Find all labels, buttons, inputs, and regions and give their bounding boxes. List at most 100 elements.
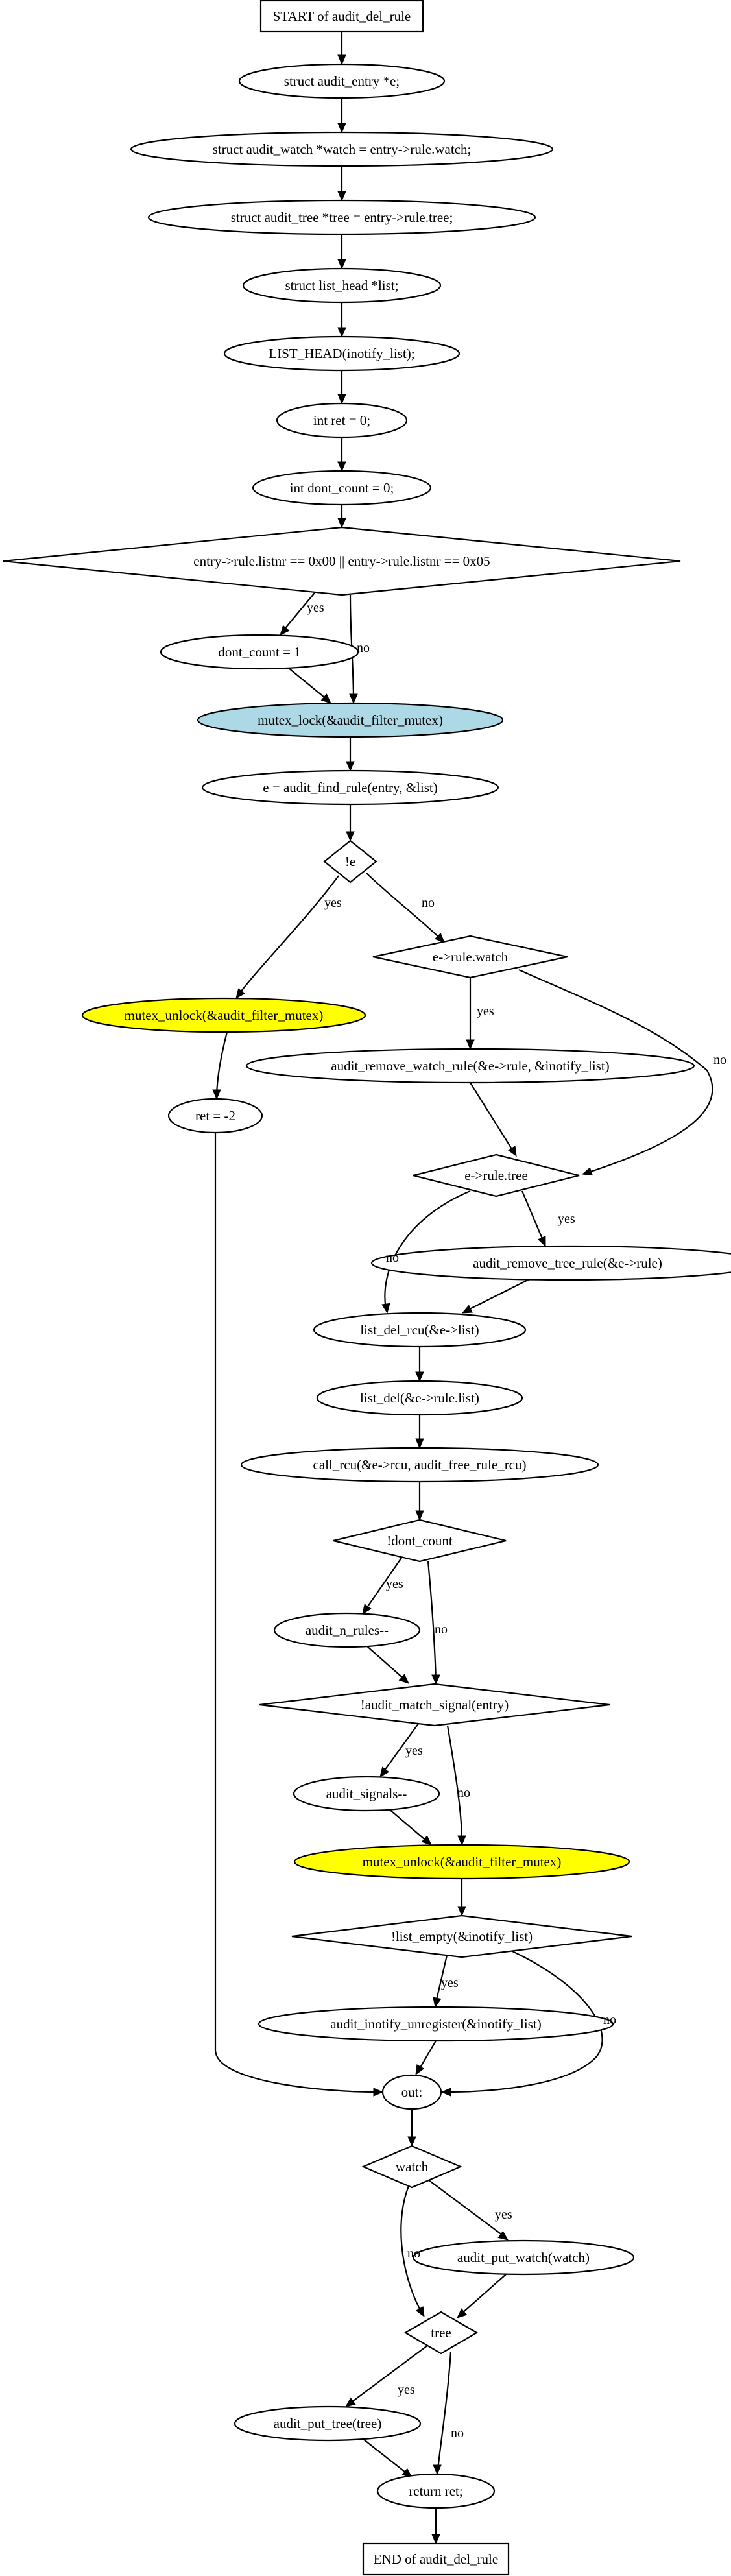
arrowhead [440,2088,451,2097]
node-label: struct audit_tree *tree = entry->rule.tr… [231,210,453,225]
flow-edge [366,873,442,940]
node-label: watch [396,2159,429,2174]
flow-edge [518,969,713,1174]
node-int-ret: int ret = 0; [276,402,408,439]
flow-edge [214,1133,378,2093]
statement-ellipse [223,335,461,372]
flow-edge [400,2185,422,2313]
node-label: LIST_HEAD(inotify_list); [269,346,414,361]
arrowhead [349,693,358,704]
node-cond-watch2: watch [361,2145,462,2189]
arrowhead [337,518,346,529]
decision-diamond [361,2145,462,2189]
statement-ellipse [258,2006,614,2042]
statement-ellipse [167,1098,263,1134]
node-label: return ret; [409,2483,462,2499]
node-label: ret = -2 [195,1108,235,1124]
arrowhead [433,2464,442,2475]
arrowhead [337,259,346,270]
arrowhead [337,54,346,66]
arrowhead [337,394,346,405]
arrowhead [346,761,355,772]
node-label: mutex_lock(&audit_filter_mutex) [258,712,443,728]
arrowhead [337,123,346,134]
node-label: e->rule.tree [464,1168,528,1183]
arrowhead [320,693,331,704]
statement-ellipse [376,2473,496,2509]
decision-diamond [413,1153,580,1198]
arrowhead [581,1167,593,1176]
arrowhead [415,2064,425,2076]
edge-label-yes: yes [558,1212,575,1226]
edge-label-yes: yes [386,1577,403,1591]
arrowhead [457,1835,466,1846]
edge-label-no: no [422,896,435,910]
node-list-del: list_del(&e->rule.list) [316,1380,523,1416]
node-remove-watch: audit_remove_watch_rule(&e->rule, &inoti… [245,1048,695,1084]
node-inotify-unregister: audit_inotify_unregister(&inotify_list) [258,2006,614,2042]
arrowhead [433,1997,442,2008]
node-start: START of audit_del_rule [259,0,424,33]
statement-ellipse [238,63,446,99]
statement-ellipse [370,1245,731,1281]
arrowhead [346,831,355,842]
node-audit-n-rules: audit_n_rules-- [273,1612,421,1648]
arrowhead [457,1906,466,1917]
edge-label-no: no [357,641,370,655]
node-cond-tree: e->rule.tree [413,1153,580,1198]
node-label: mutex_unlock(&audit_filter_mutex) [363,1854,562,1870]
node-mutex-lock: mutex_lock(&audit_filter_mutex) [197,702,504,738]
flow-edge [366,1645,406,1681]
node-call-rcu: call_rcu(&e->rcu, audit_free_rule_rcu) [240,1447,599,1483]
decision-diamond [3,526,681,596]
edge-label-yes: yes [405,1744,423,1758]
statement-ellipse [147,199,536,235]
arrowhead [431,1674,440,1685]
arrowhead [497,2230,509,2241]
flow-edge [446,1725,463,1841]
flow-edge [215,1031,228,1095]
statement-ellipse [381,2074,442,2110]
statement-ellipse [293,1844,630,1880]
flow-edge [446,1951,603,2093]
node-label: call_rcu(&e->rcu, audit_free_rule_rcu) [313,1457,527,1473]
arrowhead [421,1835,432,1846]
flow-edge [384,1190,471,1310]
flow-edges [212,32,713,2545]
node-label: audit_n_rules-- [306,1622,389,1638]
edge-label-no: no [713,1053,726,1067]
edge-label-yes: yes [324,896,342,910]
statement-ellipse [273,1612,421,1648]
node-unlock-1: mutex_unlock(&audit_filter_mutex) [81,997,366,1033]
arrowhead [538,1236,546,1247]
statement-ellipse [234,2405,422,2442]
arrowhead [407,2136,416,2147]
node-label: !e [345,854,355,869]
arrowhead [457,2308,468,2318]
flow-edge [427,2179,505,2237]
flow-edge [238,875,339,995]
edge-label-no: no [457,1786,470,1800]
node-out: out: [381,2074,442,2110]
node-cond-list-empty: !list_empty(&inotify_list) [291,1914,632,1958]
arrowhead [466,1039,475,1050]
decision-diamond [259,1683,610,1727]
node-label: mutex_unlock(&audit_filter_mutex) [125,1007,324,1023]
flow-edge [470,1082,514,1153]
flow-edge [437,2351,452,2470]
node-end: END of audit_del_rule [362,2542,510,2576]
arrowhead [415,1371,424,1382]
edge-label-yes: yes [441,1976,459,1990]
decision-diamond [403,2311,479,2355]
arrowhead [435,933,445,943]
node-cond-watch: e->rule.watch [372,935,568,979]
arrowhead [431,2534,440,2545]
arrowhead [235,988,246,1000]
arrowhead [344,2397,356,2407]
node-list-head: LIST_HEAD(inotify_list); [223,335,461,372]
arrowhead [507,1146,517,1157]
node-cond-listnr: entry->rule.listnr == 0x00 || entry->rul… [3,526,681,596]
node-label: e->rule.watch [433,949,509,965]
statement-ellipse [245,1048,695,1084]
decision-diamond [323,839,377,884]
